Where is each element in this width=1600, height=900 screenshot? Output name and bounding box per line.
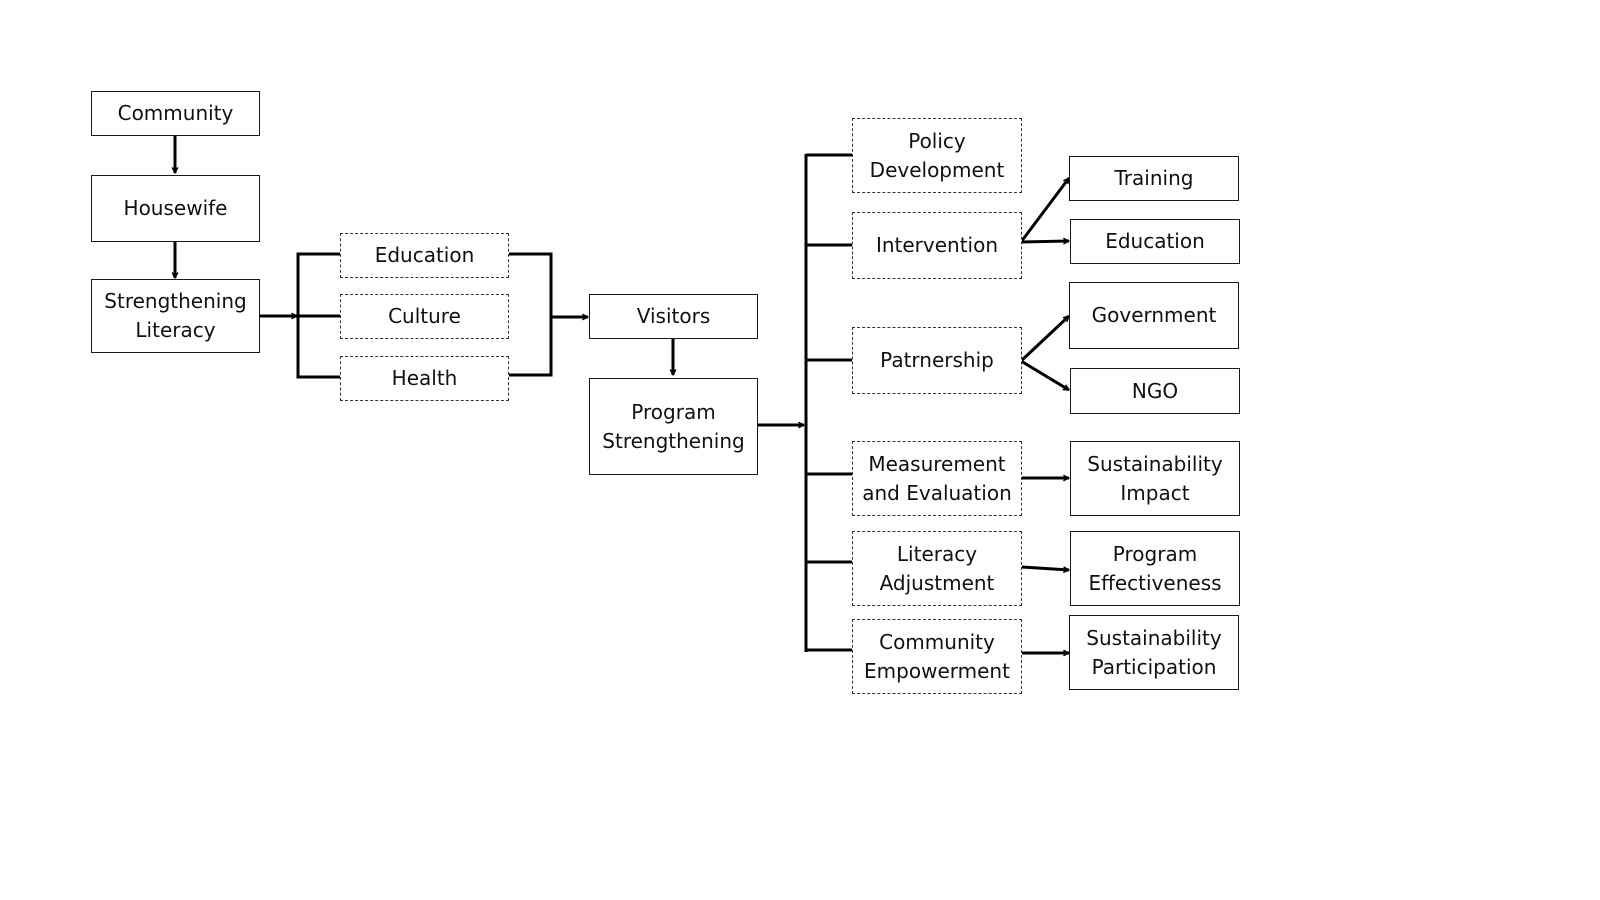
node-program-effectiveness-label: Program Effectiveness xyxy=(1088,541,1222,595)
node-ngo-label: NGO xyxy=(1131,378,1179,403)
node-intervention: Intervention xyxy=(852,212,1022,279)
node-measurement-evaluation: Measurement and Evaluation xyxy=(852,441,1022,516)
node-training: Training xyxy=(1069,156,1239,201)
node-housewife: Housewife xyxy=(91,175,260,242)
node-policy-development-label: Policy Development xyxy=(869,128,1005,182)
node-sustainability-participation: Sustainability Participation xyxy=(1069,615,1239,690)
node-education-topic: Education xyxy=(340,233,509,278)
bracket-right-topics xyxy=(508,252,553,377)
node-community-empowerment-label: Community Empowerment xyxy=(864,629,1010,683)
node-health-label: Health xyxy=(391,366,458,390)
node-policy-development: Policy Development xyxy=(852,118,1022,193)
node-government: Government xyxy=(1069,282,1239,349)
node-ngo: NGO xyxy=(1070,368,1240,414)
node-culture-label: Culture xyxy=(388,304,461,328)
node-visitors: Visitors xyxy=(589,294,758,339)
node-visitors-label: Visitors xyxy=(636,304,711,328)
node-education-topic-label: Education xyxy=(374,243,475,267)
node-sustainability-impact: Sustainability Impact xyxy=(1070,441,1240,516)
node-program-strengthening: Program Strengthening xyxy=(589,378,758,475)
edge-intervention-education xyxy=(1020,241,1069,242)
edge-intervention-training xyxy=(1019,178,1071,243)
node-community-label: Community xyxy=(117,101,234,125)
node-government-label: Government xyxy=(1091,303,1217,327)
node-sustainability-participation-label: Sustainability Participation xyxy=(1086,625,1222,679)
node-program-strengthening-label: Program Strengthening xyxy=(602,399,745,453)
node-education-outcome: Education xyxy=(1070,219,1240,264)
node-literacy-adjustment: Literacy Adjustment xyxy=(852,531,1022,606)
node-intervention-label: Intervention xyxy=(875,233,999,257)
edge-partnership-ngo xyxy=(1020,359,1069,392)
node-partnership: Patrnership xyxy=(852,327,1022,394)
node-program-effectiveness: Program Effectiveness xyxy=(1070,531,1240,606)
node-measurement-evaluation-label: Measurement and Evaluation xyxy=(862,451,1012,505)
edge-literacy-adjustment-program-effectiveness xyxy=(1021,565,1069,570)
node-strengthening-literacy-label: Strengthening Literacy xyxy=(104,289,247,342)
edge-partnership-government xyxy=(1019,314,1069,363)
node-partnership-label: Patrnership xyxy=(880,348,994,372)
node-education-outcome-label: Education xyxy=(1105,229,1205,253)
node-literacy-adjustment-label: Literacy Adjustment xyxy=(879,541,995,595)
node-housewife-label: Housewife xyxy=(123,196,228,220)
node-strengthening-literacy: Strengthening Literacy xyxy=(91,279,260,353)
node-sustainability-impact-label: Sustainability Impact xyxy=(1087,451,1223,505)
node-health: Health xyxy=(340,356,509,401)
node-culture: Culture xyxy=(340,294,509,339)
node-training-label: Training xyxy=(1114,166,1194,190)
node-community: Community xyxy=(91,91,260,136)
node-community-empowerment: Community Empowerment xyxy=(852,619,1022,694)
